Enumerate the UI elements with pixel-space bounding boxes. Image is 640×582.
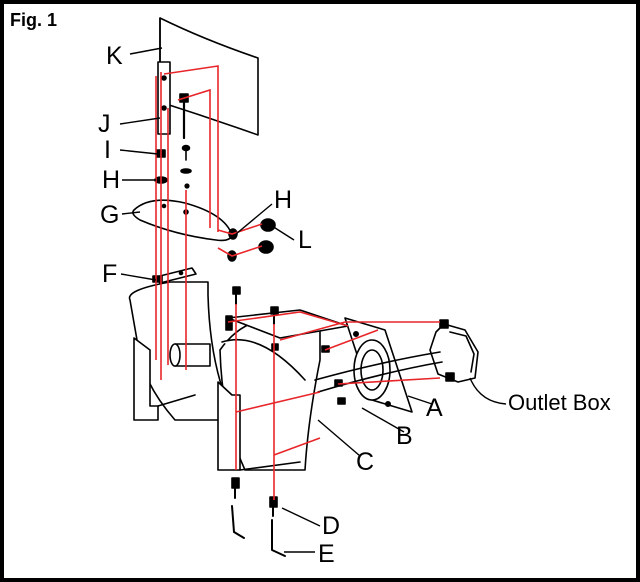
callout-c: C <box>356 448 375 476</box>
outlet-box <box>314 319 479 393</box>
callout-k: K <box>106 42 123 70</box>
callout-leaders <box>119 47 507 553</box>
assembly-guide-lines <box>155 65 441 500</box>
part-c-sleeve <box>217 318 321 471</box>
figure-title: Fig. 1 <box>10 10 58 30</box>
callout-h-right: H <box>274 186 293 214</box>
part-g-canopy-plate <box>132 199 233 242</box>
callout-outlet-box: Outlet Box <box>508 390 611 415</box>
sleeve-screws <box>232 286 279 325</box>
callout-d: D <box>322 512 341 540</box>
callout-h-left: H <box>102 166 121 194</box>
cylinder-stub <box>169 343 211 367</box>
part-d-screws <box>231 477 278 517</box>
part-e-hex-keys <box>231 505 286 557</box>
callout-e: E <box>318 540 335 568</box>
callout-l: L <box>298 226 312 254</box>
callout-i: I <box>104 136 111 164</box>
part-l-knobs <box>258 218 276 254</box>
callout-g: G <box>100 201 120 229</box>
callout-b: B <box>396 422 413 450</box>
callout-f: F <box>102 260 118 288</box>
callout-a: A <box>426 394 443 422</box>
callout-j: J <box>98 110 111 138</box>
